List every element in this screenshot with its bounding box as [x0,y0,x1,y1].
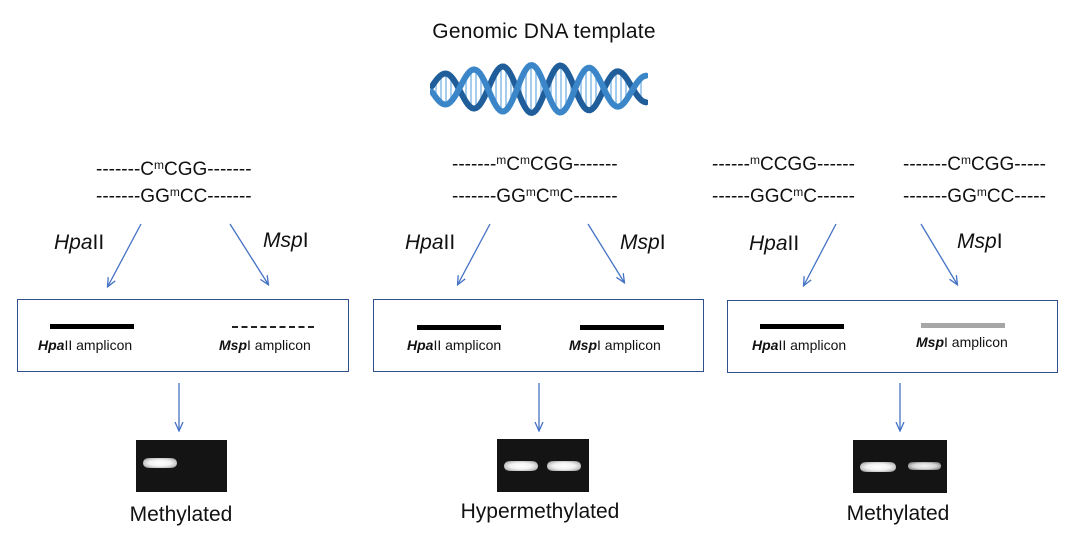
gel-image-2 [497,439,589,492]
enzyme-label-hpa-2: HpaII [405,231,456,254]
dna-strand [430,61,648,116]
hpa-amplicon-band-2 [417,325,501,330]
enzyme-label-msp-2: MspI [620,231,666,254]
dna-strand [430,62,648,117]
gel-band-msp-2 [547,461,581,471]
result-label-3: Methylated [846,502,950,525]
sequence-3a-top: ------mCCGG------ [712,153,855,175]
hpa-amplicon-label-2: HpaII amplicon [407,337,502,353]
enzyme-label-msp-1: MspI [263,229,309,252]
arrow-hpa-2 [458,223,491,284]
msp-amplicon-label-1: MspI amplicon [219,337,311,353]
sequence-3b-bottom: -------GGmCC----- [903,185,1046,207]
amplicon-box-3: HpaII amplicon MspI amplicon [727,300,1058,373]
msp-amplicon-absent-1 [232,326,314,328]
arrow-msp-3 [920,223,957,284]
gel-image-1 [136,440,227,492]
sequence-3a-bottom: ------GGCmC------ [712,185,855,207]
msp-amplicon-band-weak-3 [921,323,1005,328]
msp-amplicon-band-2 [580,325,664,330]
sequence-2-top: -------mCmCGG------- [452,153,618,175]
hpa-amplicon-label-1: HpaII amplicon [38,337,133,353]
hpa-amplicon-band-3 [760,324,844,329]
msp-amplicon-label-2: MspI amplicon [569,337,661,353]
gel-band-msp-weak-3 [908,462,941,470]
diagram-title: Genomic DNA template [432,20,656,43]
sequence-3b-top: -------CmCGG----- [903,153,1046,175]
hpa-amplicon-label-3: HpaII amplicon [752,337,847,353]
sequence-1-bottom: -------GGmCC------- [96,185,252,207]
amplicon-box-2: HpaII amplicon MspI amplicon [373,299,704,372]
gel-band-hpa-2 [504,461,538,471]
gel-band-hpa-3 [860,462,896,472]
amplicon-box-1: HpaII amplicon MspI amplicon [17,299,349,372]
enzyme-label-hpa-3: HpaII [749,232,800,255]
result-label-2: Hypermethylated [460,500,620,523]
sequence-1-top: -------CmCGG------- [96,158,252,180]
enzyme-label-msp-3: MspI [957,230,1003,253]
result-label-1: Methylated [129,503,233,526]
enzyme-label-hpa-1: HpaII [54,231,105,254]
arrow-hpa-3 [804,223,837,285]
hpa-amplicon-band-1 [50,324,134,329]
gel-image-3 [853,440,947,493]
dna-helix-icon [430,61,648,117]
msp-amplicon-label-3: MspI amplicon [916,334,1008,350]
sequence-2-bottom: -------GGmCmC------- [452,185,618,207]
arrow-hpa-1 [108,223,142,286]
arrow-msp-2 [587,223,624,282]
gel-band-hpa-1 [143,458,177,468]
